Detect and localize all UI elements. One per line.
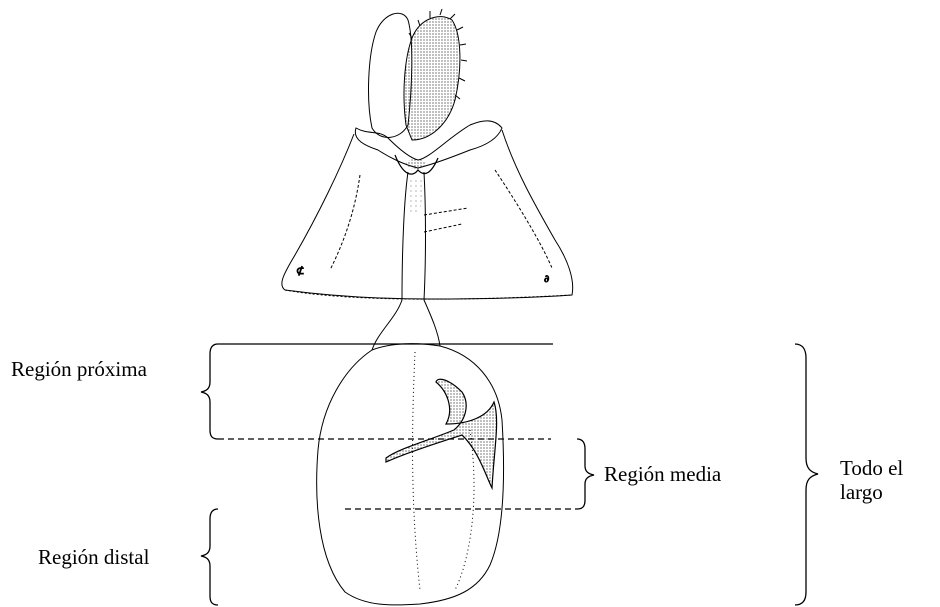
label-todo-el-largo-line2: largo: [840, 480, 903, 504]
label-region-distal: Región distal: [38, 545, 149, 569]
label-region-media: Región media: [604, 462, 721, 486]
corpus-bursae: [317, 344, 504, 605]
label-todo-el-largo-line1: Todo el: [840, 456, 903, 480]
label-region-proxima: Región próxima: [11, 357, 147, 381]
brace-media: [577, 439, 594, 509]
label-todo-el-largo: Todo el largo: [840, 456, 903, 504]
svg-text:⊄: ⊄: [296, 266, 304, 277]
signum: [386, 379, 497, 488]
brace-proxima: [201, 344, 218, 439]
brace-distal: [201, 509, 218, 605]
abdominal-plate: ⊄ ∂: [282, 130, 573, 299]
region-guides: [201, 344, 818, 605]
ductus-bursae: [372, 172, 440, 350]
svg-text:∂: ∂: [544, 274, 549, 285]
right-lobe: [404, 17, 460, 140]
brace-todo-el-largo: [795, 344, 818, 605]
ovipositor-lobes: [369, 9, 467, 140]
